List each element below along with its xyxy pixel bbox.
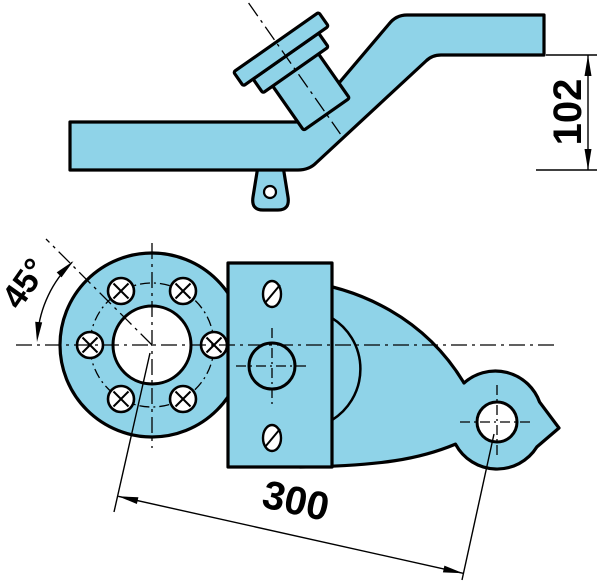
- side-view-body: [68, 11, 546, 212]
- bolt-hole: [106, 276, 136, 306]
- plan-view: 45° 300: [0, 238, 561, 581]
- arrow-right-icon: [442, 565, 464, 574]
- bolt-hole: [168, 276, 198, 306]
- bolt-hole: [168, 384, 198, 414]
- dim-45-label: 45°: [0, 252, 55, 316]
- arrow-up-icon: [584, 55, 592, 76]
- pad-bottom-slash: [264, 428, 281, 448]
- dim-102-label: 102: [546, 79, 590, 146]
- arrow-left-icon: [118, 496, 139, 504]
- bolt-hole: [106, 384, 136, 414]
- extension-line-left: [113, 352, 151, 513]
- dim-300-label: 300: [258, 473, 333, 530]
- dimension-line-300: [118, 495, 464, 574]
- lug-hole: [262, 184, 278, 200]
- angle-reference-centerline: [45, 238, 153, 346]
- side-view: 102: [68, 2, 597, 212]
- extension-line-right: [461, 433, 495, 581]
- adjuster-housing: [226, 261, 334, 469]
- arm-plan-profile: [298, 279, 561, 471]
- splined-collar: [232, 11, 351, 132]
- eye-bore: [475, 400, 519, 444]
- arrow-down-icon: [584, 149, 592, 170]
- housing-bulge-arc: [331, 316, 362, 422]
- collar-axis-centerline: [248, 2, 341, 135]
- pad-top-slash: [264, 284, 281, 304]
- dimension-102: 102: [536, 54, 597, 171]
- arc-arrow-top-icon: [56, 261, 74, 278]
- arc-arrow-bottom-icon: [35, 321, 43, 342]
